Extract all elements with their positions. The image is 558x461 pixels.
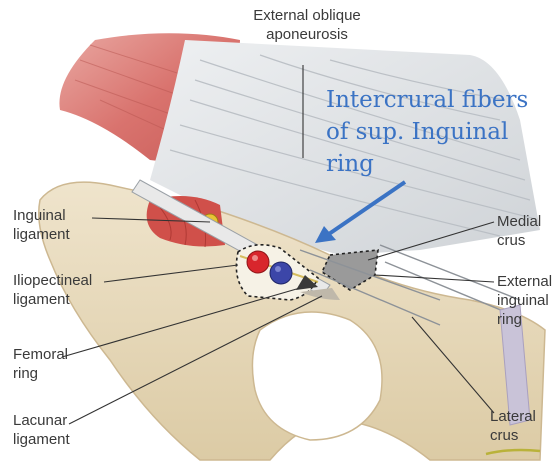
- lateral-crus-label-line2: crus: [490, 426, 536, 445]
- femoral-ring-label: Femoral ring: [13, 345, 68, 383]
- iliopectineal-ligament-label-line1: Iliopectineal: [13, 271, 92, 290]
- medial-crus-label-line1: Medial: [497, 212, 541, 231]
- inguinal-ligament-label-line1: Inguinal: [13, 206, 70, 225]
- intercrural-fibers-callout: Intercrural fibers of sup. Inguinal ring: [326, 84, 558, 180]
- femoral-artery: [247, 251, 269, 273]
- lacunar-ligament-label-line1: Lacunar: [13, 411, 70, 430]
- medial-crus-label: Medial crus: [497, 212, 541, 250]
- medial-crus-label-line2: crus: [497, 231, 541, 250]
- external-inguinal-ring-label-line3: ring: [497, 310, 558, 329]
- external-inguinal-ring-label-line2: inguinal: [497, 291, 558, 310]
- inguinal-ligament-label-line2: ligament: [13, 225, 70, 244]
- external-inguinal-ring-label: External inguinal ring: [497, 272, 558, 329]
- obturator-foramen: [252, 312, 382, 440]
- iliopectineal-ligament-label-line2: ligament: [13, 290, 92, 309]
- callout-line1: Intercrural fibers: [326, 84, 558, 116]
- external-oblique-label: External oblique aponeurosis: [222, 6, 392, 44]
- lacunar-ligament-label-line2: ligament: [13, 430, 70, 449]
- femoral-ring-label-line1: Femoral: [13, 345, 68, 364]
- callout-line2: of sup. Inguinal: [326, 116, 558, 148]
- lateral-crus-label-line1: Lateral: [490, 407, 536, 426]
- femoral-vein: [270, 262, 292, 284]
- inguinal-ligament-label: Inguinal ligament: [13, 206, 70, 244]
- iliopectineal-ligament-label: Iliopectineal ligament: [13, 271, 92, 309]
- callout-line3: ring: [326, 148, 558, 180]
- external-oblique-label-line2: aponeurosis: [222, 25, 392, 44]
- external-oblique-label-line1: External oblique: [222, 6, 392, 25]
- femoral-ring-label-line2: ring: [13, 364, 68, 383]
- lateral-crus-label: Lateral crus: [490, 407, 536, 445]
- lacunar-ligament-label: Lacunar ligament: [13, 411, 70, 449]
- external-inguinal-ring-label-line1: External: [497, 272, 558, 291]
